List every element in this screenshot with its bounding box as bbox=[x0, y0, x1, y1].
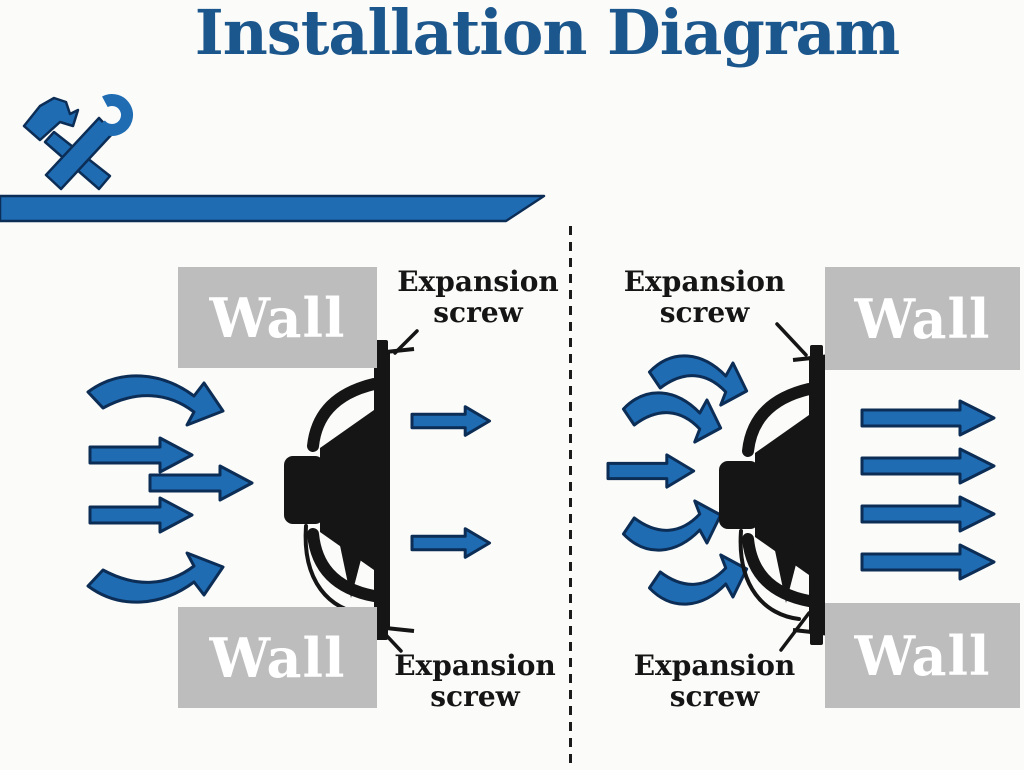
wall-block-bottom-right: Wall bbox=[825, 603, 1020, 708]
wall-block-bottom-left: Wall bbox=[178, 607, 377, 708]
screw-pointer-line-top bbox=[775, 322, 808, 357]
airflow-arrow-curved bbox=[86, 374, 225, 427]
airflow-arrow-straight bbox=[860, 447, 996, 485]
wall-label: Wall bbox=[854, 286, 991, 351]
expansion-screw-label-bottom-right: Expansion screw bbox=[633, 649, 796, 714]
airflow-arrow-straight bbox=[860, 399, 996, 437]
wall-label: Wall bbox=[854, 623, 991, 688]
airflow-arrow-curved bbox=[621, 391, 723, 444]
wall-block-top-right: Wall bbox=[825, 267, 1020, 370]
screw-pointer-line-bottom bbox=[779, 611, 811, 652]
airflow-arrow-straight bbox=[860, 543, 996, 581]
exhaust-airflow-arrows-left bbox=[410, 405, 491, 559]
page-title: Installation Diagram bbox=[194, 0, 901, 69]
screw-pointer-lines-right bbox=[775, 322, 811, 652]
expansion-screw-label-top-left: Expansion screw bbox=[397, 265, 559, 330]
airflow-arrow-curved bbox=[647, 553, 749, 606]
airflow-arrow-curved bbox=[86, 551, 225, 604]
airflow-arrow-straight bbox=[410, 527, 491, 559]
wall-label: Wall bbox=[209, 285, 346, 350]
airflow-arrow-curved bbox=[621, 499, 723, 552]
panel-divider-dashed-line bbox=[569, 226, 572, 770]
intake-airflow-arrows-left bbox=[86, 374, 254, 604]
wrench-head bbox=[91, 93, 133, 136]
airflow-arrow-straight bbox=[606, 453, 696, 489]
airflow-arrow-straight bbox=[88, 496, 194, 534]
screw-pointer-line-top bbox=[393, 329, 419, 355]
expansion-screw-label-bottom-left: Expansion screw bbox=[394, 649, 556, 714]
airflow-arrow-straight bbox=[148, 464, 254, 502]
exhaust-airflow-arrows-right bbox=[860, 399, 996, 581]
hammer-head bbox=[22, 96, 80, 142]
airflow-arrow-straight bbox=[88, 436, 194, 474]
expansion-screw-label-top-right: Expansion screw bbox=[623, 265, 786, 330]
airflow-arrow-straight bbox=[410, 405, 491, 437]
exhaust-fan-silhouette-left bbox=[284, 340, 414, 640]
wall-block-top-left: Wall bbox=[178, 267, 377, 368]
airflow-arrow-straight bbox=[860, 495, 996, 533]
divider-bar bbox=[0, 194, 546, 223]
hammer-wrench-icon bbox=[22, 93, 133, 191]
wall-label: Wall bbox=[209, 625, 346, 690]
